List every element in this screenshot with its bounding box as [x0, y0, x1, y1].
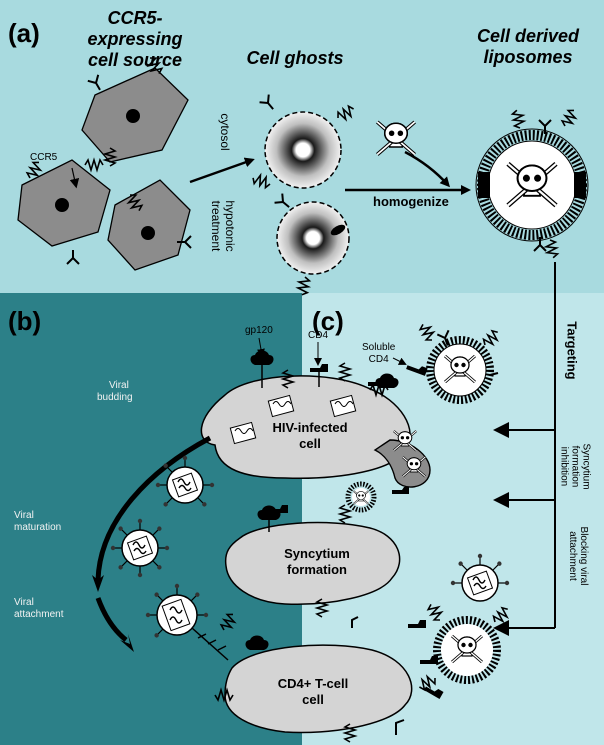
panel-label-b: (b): [8, 306, 42, 336]
heading-cell-source-line2: expressing: [87, 29, 183, 49]
liposome-icon: [417, 321, 503, 404]
label-targeting: Targeting: [564, 321, 580, 380]
label-cd4: CD4: [308, 330, 329, 341]
label-viral-budding-line1: Viral: [109, 380, 129, 391]
label-soluble-cd4: Soluble CD4: [362, 342, 395, 366]
liposome-icon: [475, 107, 589, 260]
label-syncytium-inhibition-line3: inhibition: [558, 446, 570, 487]
hiv-infected-cell: [200, 375, 411, 480]
label-hypotonic-treatment: hypotonic treatment: [209, 181, 237, 271]
label-viral-maturation-line2: maturation: [14, 522, 62, 533]
label-cytosol: cytosol: [218, 113, 232, 151]
label-viral-maturation: Viral maturation: [14, 510, 61, 534]
heading-cell-ghosts: Cell ghosts: [246, 48, 344, 68]
heading-cell-source-line3: cell source: [87, 50, 183, 70]
label-ccr5: CCR5: [30, 152, 58, 163]
heading-liposomes: Cell derived liposomes: [458, 26, 598, 68]
liposome-icon: [408, 601, 513, 699]
label-hiv-line2: cell: [299, 436, 321, 451]
label-hiv-line1: HIV-infected: [272, 420, 348, 435]
label-gp120: gp120: [245, 325, 273, 336]
heading-cell-source: CCR5- expressing cell source: [70, 8, 200, 71]
label-syncytium-line1: Syncytium: [284, 546, 350, 561]
label-soluble-line2: CD4: [368, 354, 389, 365]
heading-liposomes-line1: Cell derived: [476, 26, 580, 46]
label-hypotonic-line1: hypotonic: [223, 200, 237, 252]
panel-label-c: (c): [312, 306, 344, 336]
label-hypotonic-line2: treatment: [209, 200, 223, 252]
label-viral-budding-line2: budding: [97, 392, 133, 403]
label-syncytium-inhibition: Syncytium formation inhibition: [559, 422, 592, 512]
liposome-icon: [345, 481, 377, 513]
ghost-arrow: [189, 157, 255, 184]
label-cd4-t-cell: CD4+ T-cell cell: [258, 676, 368, 708]
label-tcell-line1: CD4+ T-cell: [277, 676, 349, 691]
syncytium-cell: [224, 521, 401, 606]
label-homogenize: homogenize: [373, 194, 449, 209]
label-syncytium-inhibition-line1: Syncytium: [580, 443, 592, 490]
label-viral-budding: Viral budding: [97, 380, 133, 404]
label-syncytium-inhibition-line2: formation: [569, 445, 581, 488]
cell-ghost-icon: [264, 111, 342, 189]
panel-label-a: (a): [8, 18, 40, 48]
label-viral-attachment: Viral attachment: [14, 597, 64, 620]
label-syncytium-line2: formation: [287, 562, 347, 577]
label-blocking-attachment: Blocking viral attachment: [567, 506, 589, 606]
cell-ghost-icon: [276, 201, 350, 275]
cell-ghosts: [250, 93, 357, 297]
budding-virions: [110, 455, 215, 640]
label-blocking-line2: attachment: [567, 531, 578, 581]
label-syncytium-formation: Syncytium formation: [262, 546, 372, 578]
label-blocking-line1: Blocking viral: [578, 526, 589, 586]
heading-cell-source-line1: CCR5-: [107, 8, 163, 28]
label-hiv-infected-cell: HIV-infected cell: [255, 420, 365, 452]
label-soluble-line1: Soluble: [362, 342, 396, 353]
label-viral-maturation-line1: Viral: [14, 510, 34, 521]
heading-liposomes-line2: liposomes: [483, 47, 573, 67]
label-tcell-line2: cell: [302, 692, 324, 707]
source-cells: [17, 54, 192, 271]
